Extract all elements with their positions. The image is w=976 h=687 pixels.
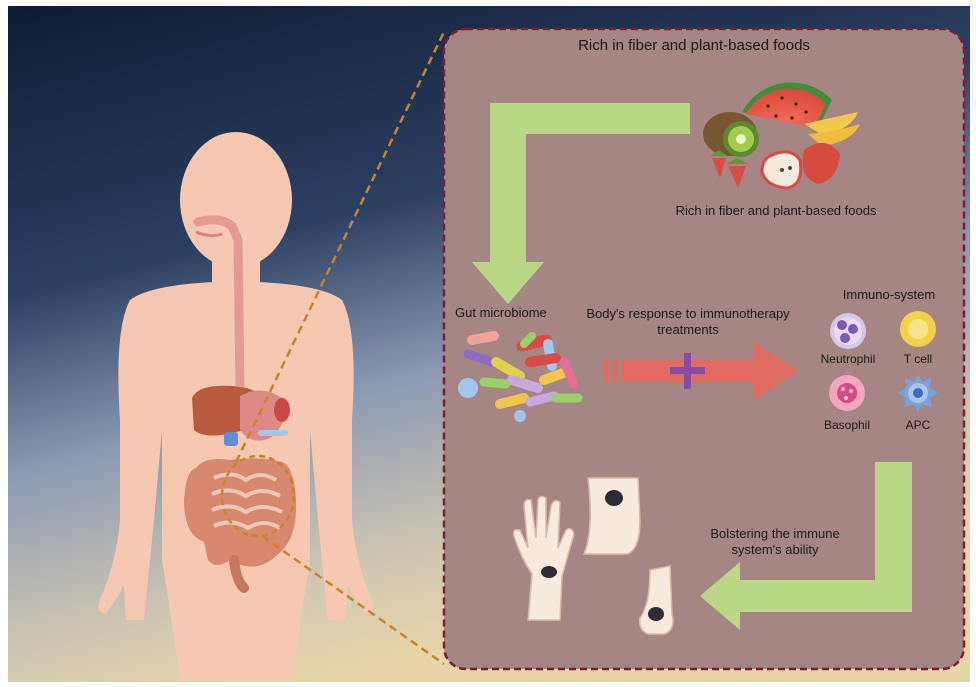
food-caption: Rich in fiber and plant-based foods [656, 203, 896, 218]
pancreas [258, 430, 288, 436]
response-label: Body's response to immunotherapy treatme… [578, 306, 798, 338]
t-cell-icon [900, 311, 936, 347]
basophil-label: Basophil [812, 418, 882, 432]
neutrophil-label: Neutrophil [808, 352, 888, 366]
neutrophil-icon [830, 313, 866, 349]
response-label-line1: Body's response to immunotherapy [578, 306, 798, 322]
knee-illustration [584, 478, 640, 554]
bolster-label-line1: Bolstering the immune [690, 526, 860, 542]
t-cell-label: T cell [888, 352, 948, 366]
bolster-label: Bolstering the immune system's ability [690, 526, 860, 558]
gut-microbiome-label: Gut microbiome [455, 305, 547, 320]
response-label-line2: treatments [578, 322, 798, 338]
apc-label: APC [893, 418, 943, 432]
immuno-system-title: Immuno-system [832, 287, 946, 302]
bolster-label-line2: system's ability [690, 542, 860, 558]
basophil-icon [829, 375, 865, 411]
gallbladder [224, 432, 238, 446]
panel-title: Rich in fiber and plant-based foods [544, 37, 844, 54]
spleen [274, 398, 290, 422]
